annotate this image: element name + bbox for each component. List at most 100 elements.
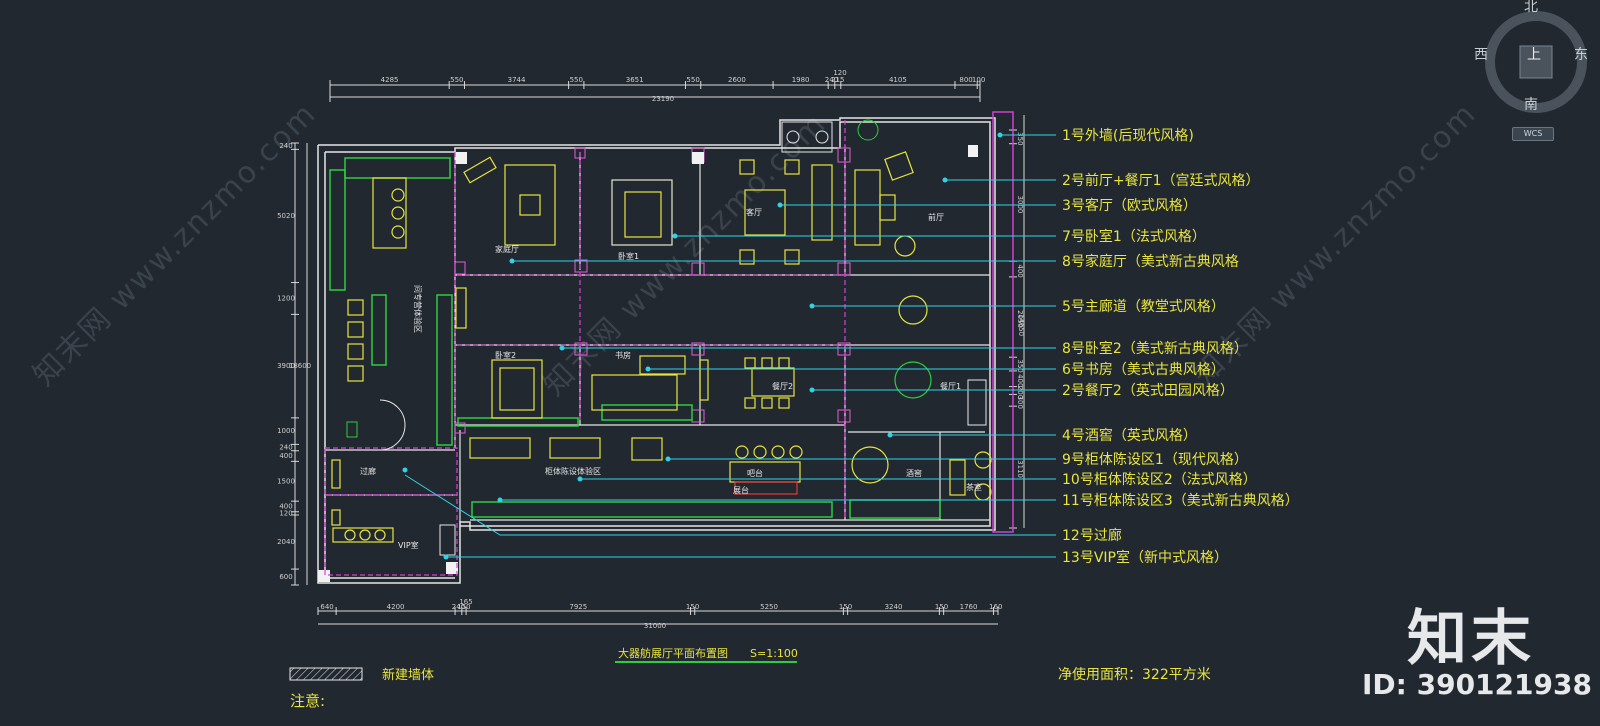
- room-label-bedroom1: 卧室1: [618, 251, 639, 261]
- wall-columns: [454, 147, 851, 434]
- right-dim-8: 3110: [1016, 460, 1024, 478]
- callout-label-13: 12号过廊: [1062, 527, 1122, 544]
- room-label-tea: 茶室: [966, 482, 982, 492]
- callout-dot-6: [559, 345, 565, 351]
- right-dim-6: 200: [1016, 386, 1024, 399]
- bottom-dim-3: 150: [457, 603, 470, 611]
- callout-label-6: 8号卧室2（美式新古典风格）: [1062, 340, 1248, 357]
- exterior-wall-zone: [992, 111, 1014, 533]
- left-dim-0: 240: [279, 142, 292, 150]
- left-dim-2: 1200: [277, 294, 295, 302]
- brand-logo-text: 知末: [1407, 604, 1535, 674]
- compass-north[interactable]: 北: [1524, 0, 1538, 15]
- callout-label-9: 4号酒窖（英式风格）: [1062, 427, 1197, 444]
- bottom-dim-1: 4200: [387, 603, 405, 611]
- callout-dot-1: [942, 177, 948, 183]
- room-label-corridor: 过廊: [360, 466, 376, 476]
- callout-dot-8: [809, 387, 815, 393]
- viewcube-compass[interactable]: [1482, 8, 1590, 116]
- white-columns: [318, 145, 978, 582]
- callout-leader-13: [404, 474, 1056, 536]
- left-dim-3: 3900: [277, 362, 295, 370]
- room-labels: 家庭厅 卧室1 客厅 前厅 卧室2 书房 餐厅2 餐厅1 过廊 VIP室 酒窖 …: [360, 207, 982, 550]
- left-dim-4: 1000: [277, 427, 295, 435]
- callout-dot-2: [777, 202, 783, 208]
- top-dim-6: 2600: [728, 76, 746, 84]
- top-dim-4: 3651: [626, 76, 644, 84]
- callout-label-3: 7号卧室1（法式风格）: [1062, 228, 1206, 245]
- top-dim-10: 4105: [889, 76, 907, 84]
- room-label-cellar: 酒窖: [906, 468, 922, 478]
- right-dim-2: 400: [1016, 264, 1024, 277]
- right-dim-total: 14650: [1017, 314, 1025, 336]
- legend-label: 新建墙体: [382, 668, 435, 683]
- bottom-dim-8: 3240: [885, 603, 903, 611]
- right-dim-7: 300: [1016, 396, 1024, 409]
- callout-label-12: 11号柜体陈设区3（美式新古典风格）: [1062, 492, 1299, 509]
- bottom-dim-11: 160: [989, 603, 1002, 611]
- bottom-dim-0: 640: [320, 603, 333, 611]
- compass-west[interactable]: 西: [1474, 47, 1488, 63]
- room-label-bar: 吧台: [747, 468, 763, 478]
- left-dim-1: 5020: [277, 212, 295, 220]
- left-dim-6: 400: [279, 452, 292, 460]
- callout-dot-14: [443, 554, 449, 560]
- top-dim-11: 800: [959, 76, 972, 84]
- room-label-cabinet-area: 柜体陈设体验区: [545, 466, 601, 476]
- room-label-dining2: 餐厅2: [772, 382, 793, 391]
- left-dim-8: 400: [279, 502, 292, 510]
- callout-label-5: 5号主廊道（教堂式风格）: [1062, 298, 1225, 315]
- bottom-dim-5: 150: [686, 603, 699, 611]
- left-dim-total: 18600: [289, 362, 311, 370]
- callout-dot-5: [809, 303, 815, 309]
- bottom-dim-4: 7925: [569, 603, 587, 611]
- bottom-dim-9: 150: [935, 603, 948, 611]
- left-dim-10: 2040: [277, 538, 295, 546]
- room-label-foyer: 前厅: [928, 212, 944, 222]
- zone-boundaries: [324, 120, 846, 576]
- plan-scale: S=1:100: [750, 647, 798, 660]
- plan-title: 大器舫展厅平面布置图: [618, 646, 728, 660]
- fixtures: [346, 119, 987, 556]
- callout-label-2: 3号客厅（欧式风格）: [1062, 197, 1197, 214]
- viewcube-top-face[interactable]: [1519, 45, 1553, 79]
- top-dim-9: 215: [831, 76, 844, 84]
- room-label-experience: 间专营体验区: [413, 285, 423, 333]
- callout-dot-7: [645, 366, 651, 372]
- bottom-dim-small: 165: [459, 598, 472, 606]
- callout-dot-12: [497, 497, 503, 503]
- room-label-bedroom2: 卧室2: [495, 350, 516, 360]
- wcs-menu-button[interactable]: WCS: [1512, 127, 1554, 141]
- bottom-dim-2: 240: [452, 603, 465, 611]
- bottom-dim-10: 1760: [960, 603, 978, 611]
- top-dim-1: 550: [450, 76, 463, 84]
- top-dim-7: 1980: [792, 76, 810, 84]
- note-label: 注意:: [290, 692, 326, 710]
- right-dim-1: 3000: [1016, 196, 1024, 214]
- right-dim-3: 2050: [1016, 310, 1024, 328]
- callout-dot-11: [577, 476, 583, 482]
- top-dim-small: 120: [833, 69, 846, 77]
- room-label-living: 客厅: [746, 207, 762, 217]
- room-label-dining1: 餐厅1: [940, 382, 961, 391]
- callout-label-14: 13号VIP室（新中式风格）: [1062, 549, 1228, 566]
- callout-dot-10: [665, 456, 671, 462]
- room-label-stage: 展台: [733, 485, 749, 495]
- bottom-dimension-chain: [318, 610, 998, 625]
- callout-label-8: 2号餐厅2（英式田园风格）: [1062, 382, 1234, 399]
- compass-south[interactable]: 南: [1524, 97, 1538, 113]
- top-dim-5: 550: [686, 76, 699, 84]
- brand-id-text: ID: 390121938: [1362, 668, 1592, 701]
- bottom-dim-7: 150: [839, 603, 852, 611]
- right-dim-0: 350: [1016, 132, 1024, 145]
- left-dim-7: 1500: [277, 477, 295, 485]
- legend-hatch-swatch: [289, 667, 363, 681]
- callout-dot-4: [509, 258, 515, 264]
- compass-east[interactable]: 东: [1574, 47, 1588, 63]
- callout-label-7: 6号书房（美式古典风格）: [1062, 362, 1225, 378]
- inner-walls: [325, 145, 990, 522]
- right-dim-4: 350: [1016, 359, 1024, 372]
- bottom-dim-total: 31000: [644, 622, 666, 630]
- callout-dot-13: [402, 467, 408, 473]
